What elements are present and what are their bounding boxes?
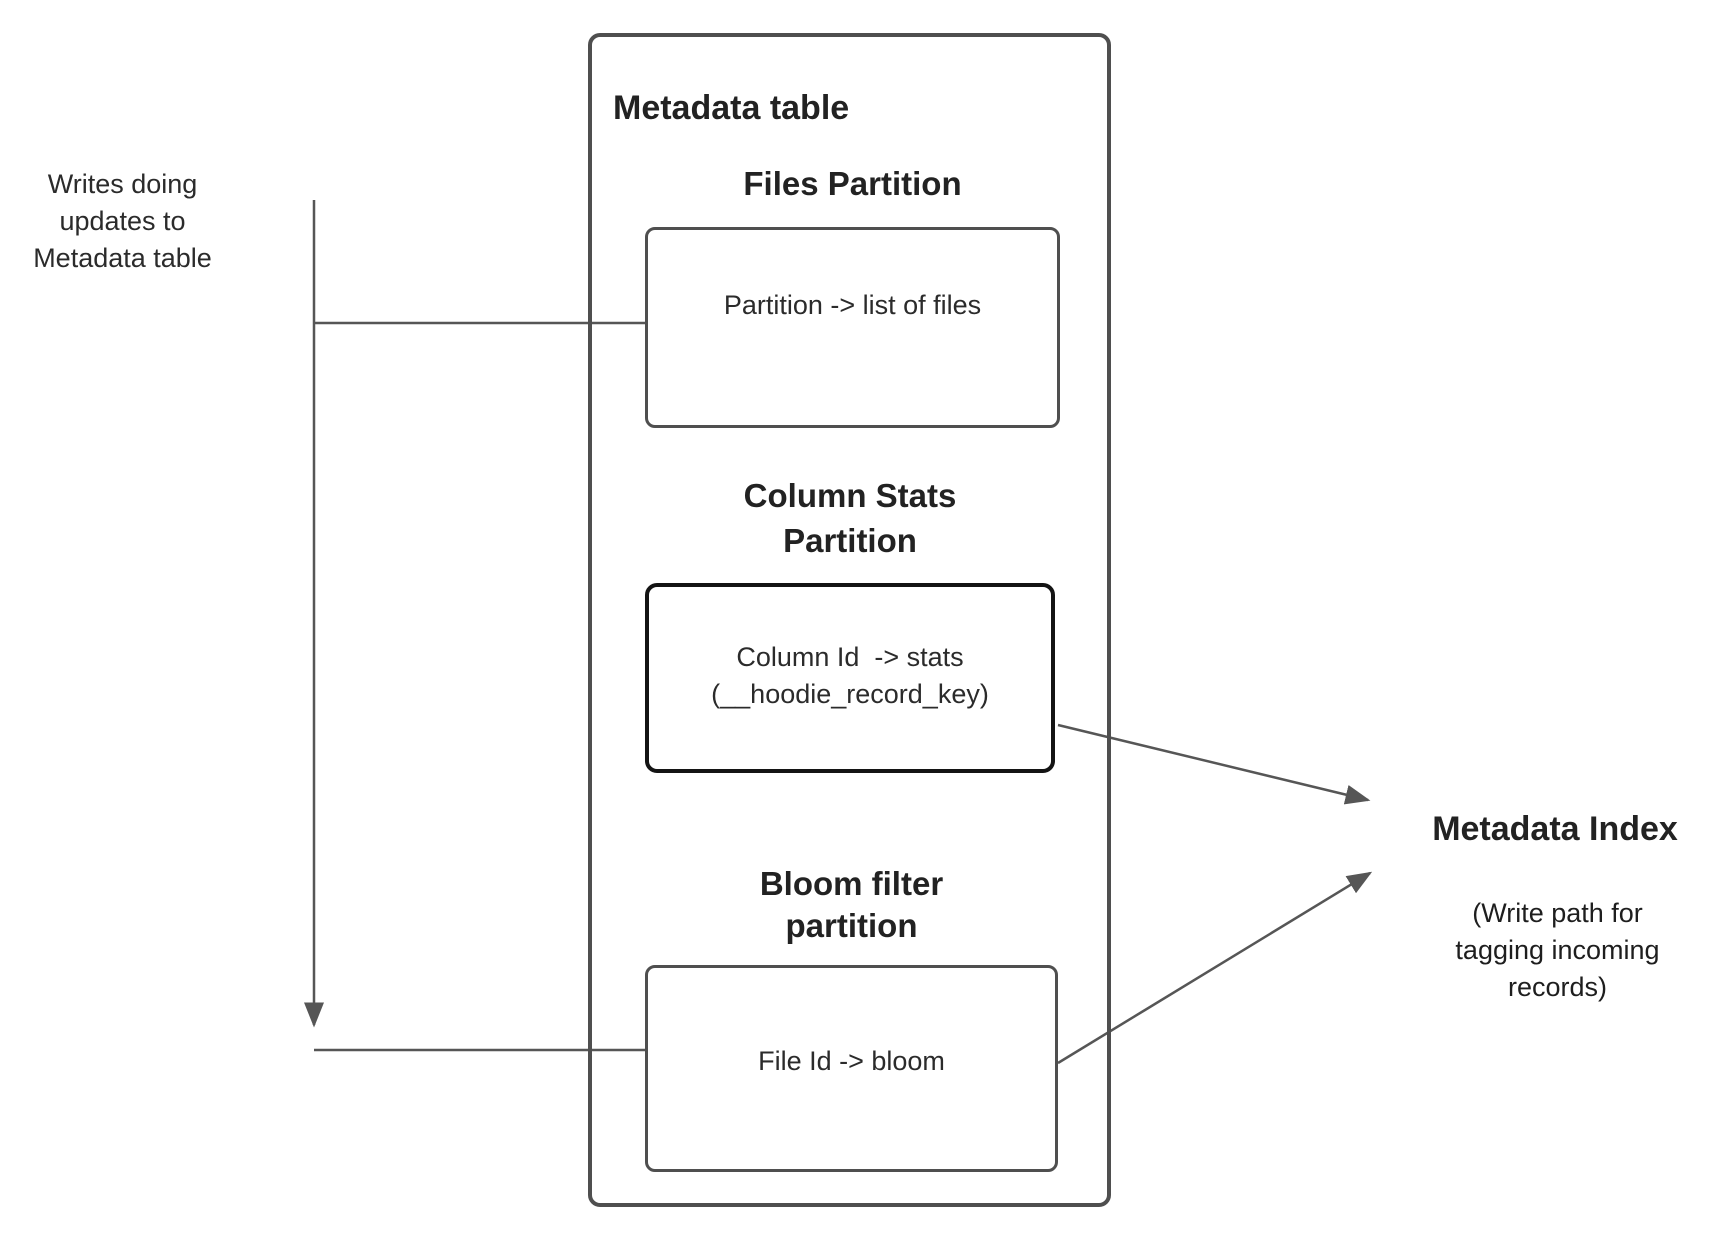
column-stats-partition-heading: Column Stats Partition xyxy=(743,477,957,559)
metadata-index-note: (Write path for tagging incoming records… xyxy=(1455,898,1660,1002)
metadata-index-title: Metadata Index xyxy=(1432,810,1678,848)
column-stats-partition-box xyxy=(645,583,1055,773)
files-partition-heading: Files Partition xyxy=(743,165,962,202)
writes-annotation: Writes doing updates to Metadata table xyxy=(33,169,212,273)
bloom-filter-partition-mapping: File Id -> bloom xyxy=(758,1046,945,1076)
bloom-filter-partition-box xyxy=(645,965,1058,1172)
metadata-table-title: Metadata table xyxy=(613,89,850,127)
column-stats-partition-mapping: Column Id -> stats (__hoodie_record_key) xyxy=(645,639,1055,713)
files-partition-mapping: Partition -> list of files xyxy=(723,290,982,320)
metadata-table-box xyxy=(588,33,1111,1207)
files-partition-box xyxy=(645,227,1060,428)
bloom-filter-partition-heading: Bloom filter partition xyxy=(759,865,944,944)
column-stats-mapping-line1: Column Id -> stats xyxy=(736,642,964,672)
column-stats-mapping-line2: (__hoodie_record_key) xyxy=(711,679,989,709)
